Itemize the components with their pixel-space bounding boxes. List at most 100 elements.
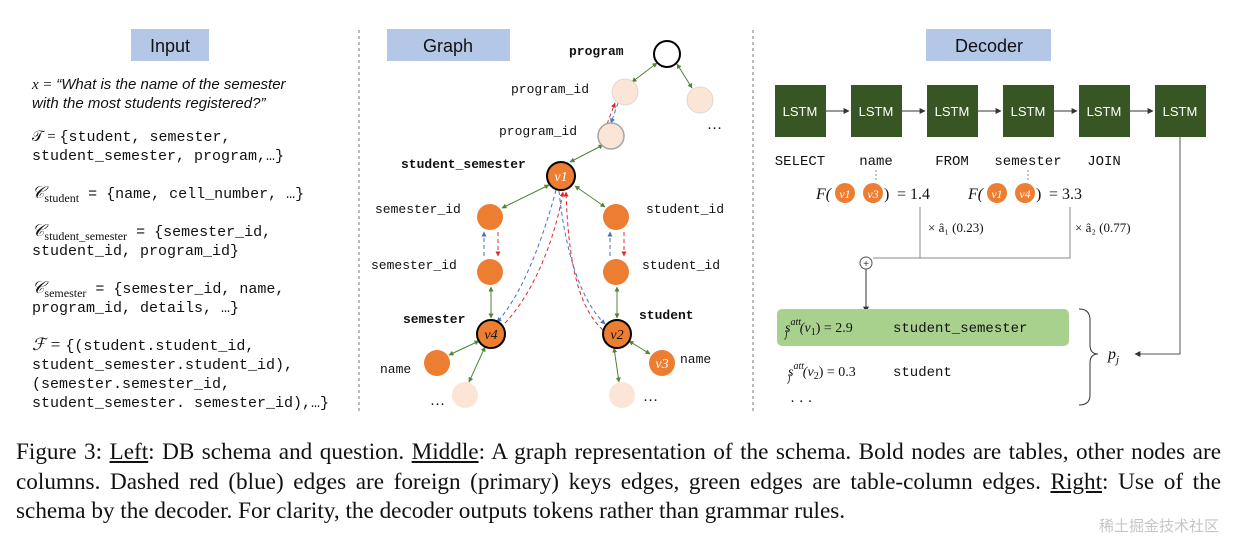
question-line2: with the most students registered?” <box>32 95 266 112</box>
f2-node-v1 <box>987 183 1007 203</box>
node-v1 <box>546 161 576 191</box>
token-5: JOIN <box>1087 154 1121 170</box>
caption-right: Right <box>1050 468 1103 495</box>
token-4: semester <box>994 154 1061 170</box>
fk-edge-program <box>606 102 616 125</box>
figure-diagram: Input x = “What is the name of the semes… <box>31 29 1206 412</box>
edge-program-pid1 <box>631 62 658 83</box>
label-student-id-2: student_id <box>642 258 720 273</box>
svg-text:𝒞semester = {semester_id, nam: 𝒞semester = {semester_id, name, <box>32 278 284 300</box>
F-line4: student_semester. semester_id),…} <box>32 395 329 412</box>
C-sem-line1: = {semester_id, name, <box>86 281 284 298</box>
fk-edge-v2-v1 <box>563 191 604 331</box>
lstm-cell-1 <box>775 85 826 137</box>
label-student-semester: student_semester <box>401 157 526 172</box>
question-lhs: x = <box>31 77 56 93</box>
C-sem-sub: semester <box>44 286 86 300</box>
fk-edge-v4-v1 <box>499 191 565 329</box>
pk-edge-v1-v2 <box>558 190 606 325</box>
F-line1: {(student.student_id, <box>65 338 254 355</box>
f1-node-v3 <box>863 183 883 203</box>
decoder-title: Decoder <box>955 36 1023 56</box>
label-program: program <box>569 44 624 59</box>
lstm-cell-6 <box>1155 85 1206 137</box>
pk-edge-program <box>610 102 619 124</box>
question-line1: “What is the name of the semester <box>56 76 286 93</box>
token-2: name <box>859 154 893 170</box>
T-lhs: 𝒯 = <box>32 129 59 145</box>
edge-sem-col <box>468 346 486 383</box>
token-1: SELECT <box>775 154 825 170</box>
svg-text:ℱ = {(student.student_id,: ℱ = {(student.student_id, <box>32 335 254 355</box>
label-student-id-1: student_id <box>646 202 724 217</box>
node-program-col <box>686 86 714 114</box>
lstm-to-pj-arrow <box>1134 137 1181 357</box>
watermark: 稀土掘金技术社区 <box>1098 517 1219 535</box>
f1-v3: v3 <box>867 187 878 201</box>
score-1-label: student_semester <box>893 321 1027 337</box>
f1-value: = 1.4 <box>897 186 930 203</box>
token-3: FROM <box>935 154 969 170</box>
f1-close: ) <box>884 186 889 203</box>
f2-v1: v1 <box>991 187 1002 201</box>
label-semester-id-1: semester_id <box>375 202 461 217</box>
a1-label: × â₁ (0.23) <box>928 220 984 235</box>
pk-edge-v1-v4 <box>496 189 557 323</box>
caption-middle: Middle <box>411 439 479 465</box>
label-v2: v2 <box>610 328 623 343</box>
graph-title-box <box>387 29 510 61</box>
figure-caption: Figure 3: Left: DB schema and question. … <box>16 438 1221 527</box>
C-ss-line2: student_id, program_id} <box>32 243 239 260</box>
caption-right-text: : Use of the schema by the decoder. For … <box>16 468 1221 525</box>
label-name-right: name <box>680 352 711 367</box>
lstm-label-4: LSTM <box>1011 104 1046 119</box>
label-semester: semester <box>403 312 465 327</box>
f1-label: F( <box>815 186 833 203</box>
node-v4 <box>476 319 506 349</box>
input-title-box <box>131 29 209 61</box>
label-ellipsis-top: … <box>707 117 722 133</box>
label-ellipsis-left: … <box>430 393 445 409</box>
score-1-value: = 2.9 <box>824 321 853 336</box>
node-col-left <box>452 382 478 408</box>
weight-line-2 <box>873 207 1071 259</box>
score-brace <box>1078 308 1099 406</box>
F-line3: (semester.semester_id, <box>32 376 230 393</box>
edge-ss-semid <box>501 184 550 209</box>
score-highlight <box>777 309 1069 346</box>
label-program-id-2: program_id <box>499 124 577 139</box>
lstm-cell-2 <box>851 85 902 137</box>
weight-line-1 <box>873 207 921 259</box>
node-program-id-1 <box>611 78 639 106</box>
label-v3: v3 <box>655 357 668 372</box>
T-line1: {student, semester, <box>59 129 230 146</box>
lstm-label-2: LSTM <box>859 104 894 119</box>
node-semester-id-1 <box>477 204 503 230</box>
F-lhs: ℱ = <box>32 335 65 354</box>
node-v3 <box>649 350 675 376</box>
edge-stu-col <box>612 347 621 383</box>
node-col-right <box>609 382 635 408</box>
node-semester-id-2 <box>477 259 503 285</box>
input-title: Input <box>150 36 190 56</box>
score-ellipsis: · · · <box>790 394 813 410</box>
score-2-label: student <box>893 365 952 381</box>
node-program <box>653 40 681 68</box>
sum-plus: + <box>863 259 869 270</box>
label-v4: v4 <box>484 328 497 343</box>
score-2-value: = 0.3 <box>827 365 856 380</box>
f1-node-v1 <box>835 183 855 203</box>
lstm-cell-4 <box>1003 85 1054 137</box>
F-line2: student_semester.student_id), <box>32 357 293 374</box>
label-name-left: name <box>380 362 411 377</box>
lstm-label-6: LSTM <box>1163 104 1198 119</box>
svg-text:𝒞student = {name, cell_number: 𝒞student = {name, cell_number, …} <box>32 183 304 205</box>
node-program-id-2 <box>597 122 625 150</box>
node-name-left <box>424 350 450 376</box>
node-student-id-1 <box>603 204 629 230</box>
decoder-title-box <box>926 29 1051 61</box>
node-v2 <box>602 319 632 349</box>
edge-ss-pid2 <box>569 144 604 163</box>
